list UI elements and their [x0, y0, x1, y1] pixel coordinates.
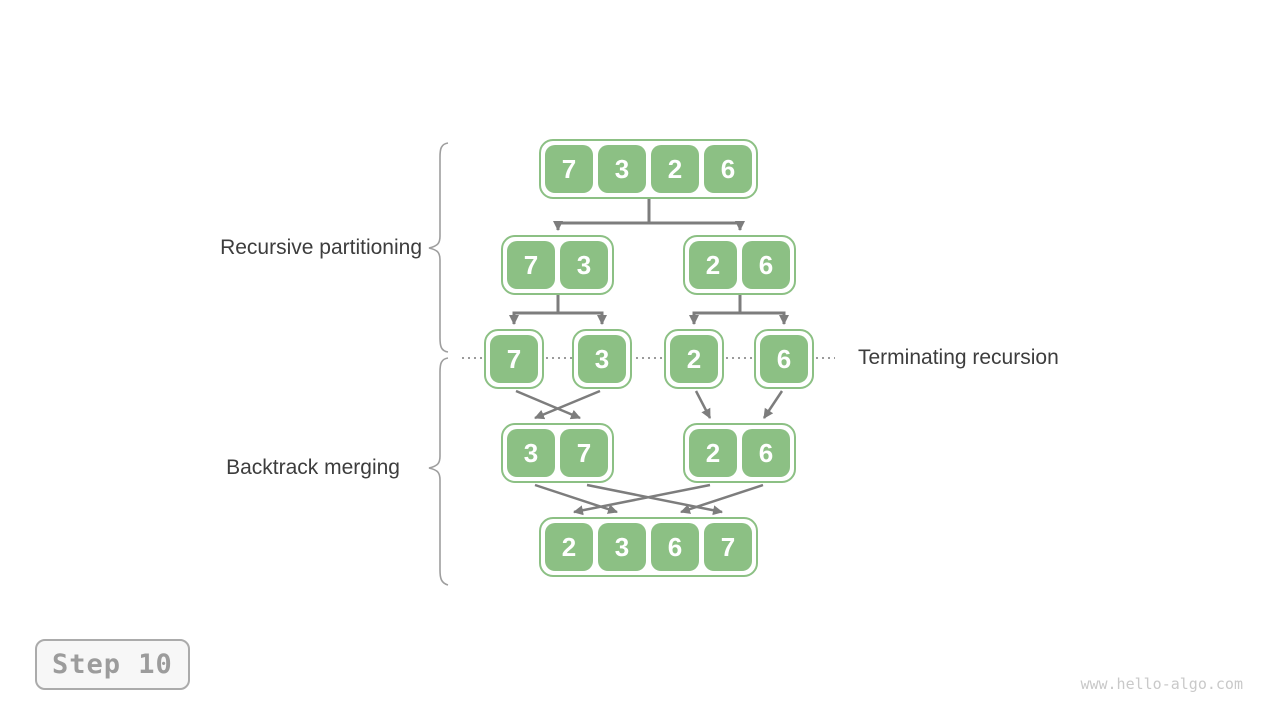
array-cell: 3 — [578, 335, 626, 383]
array-cell: 6 — [760, 335, 808, 383]
array-cell: 3 — [598, 523, 646, 571]
array-cell: 7 — [545, 145, 593, 193]
array-group-left-pair: 7 3 — [501, 235, 614, 295]
array-cell: 3 — [560, 241, 608, 289]
array-group-single-2: 2 — [664, 329, 724, 389]
step-badge: Step 10 — [35, 639, 190, 690]
array-group-single-3: 3 — [572, 329, 632, 389]
array-cell: 7 — [507, 241, 555, 289]
merge-arrows-singles-to-pairs — [515, 389, 784, 420]
array-cell: 6 — [651, 523, 699, 571]
array-cell: 2 — [689, 241, 737, 289]
split-connector-root — [553, 199, 745, 231]
array-group-merged-left-pair: 3 7 — [501, 423, 614, 483]
brace-backtrack-merging — [428, 357, 449, 586]
array-cell: 3 — [507, 429, 555, 477]
split-connector-right-pair — [689, 295, 789, 325]
brace-recursive-partitioning — [428, 142, 449, 353]
array-cell: 2 — [670, 335, 718, 383]
array-cell: 3 — [598, 145, 646, 193]
array-cell: 7 — [560, 429, 608, 477]
array-cell: 2 — [651, 145, 699, 193]
array-cell: 7 — [704, 523, 752, 571]
array-cell: 6 — [742, 429, 790, 477]
label-terminating-recursion: Terminating recursion — [858, 346, 1059, 369]
array-group-right-pair: 2 6 — [683, 235, 796, 295]
label-backtrack-merging: Backtrack merging — [226, 456, 400, 479]
watermark: www.hello-algo.com — [1080, 675, 1243, 693]
array-cell: 2 — [545, 523, 593, 571]
label-recursive-partitioning: Recursive partitioning — [220, 236, 422, 259]
array-cell: 2 — [689, 429, 737, 477]
array-cell: 6 — [742, 241, 790, 289]
array-group-root: 7 3 2 6 — [539, 139, 758, 199]
array-group-single-7: 7 — [484, 329, 544, 389]
array-group-single-6: 6 — [754, 329, 814, 389]
split-connector-left-pair — [509, 295, 607, 325]
merge-arrows-pairs-to-result — [534, 483, 764, 516]
array-cell: 6 — [704, 145, 752, 193]
array-group-merged-right-pair: 2 6 — [683, 423, 796, 483]
array-group-result: 2 3 6 7 — [539, 517, 758, 577]
array-cell: 7 — [490, 335, 538, 383]
